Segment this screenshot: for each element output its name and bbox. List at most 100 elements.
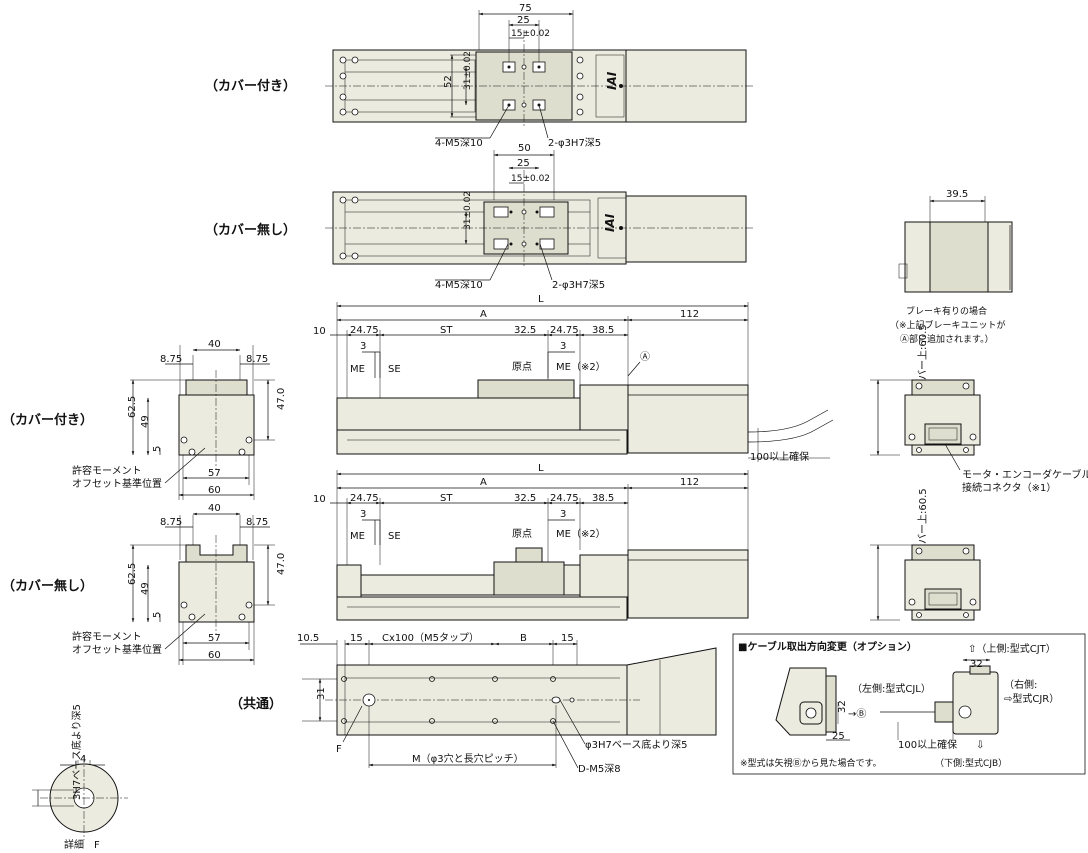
dim-24-75-b: 24.75 <box>550 325 579 336</box>
top-view-with-cover: IAI 75 25 15±0.02 52 31±0.02 4-M5深10 2-φ… <box>325 3 755 149</box>
dim-47b: 47.0 <box>276 553 287 575</box>
dim-5: 5 <box>152 446 163 452</box>
cable-note: ※型式は矢視Ⓑから見た場合です。 <box>740 757 882 769</box>
dim-8-75-b: 8.75 <box>246 354 268 365</box>
dim-57: 57 <box>208 468 221 479</box>
dim-57b: 57 <box>208 633 221 644</box>
dim-M: M（φ3穴と長穴ピッチ） <box>412 752 524 765</box>
dim-38-5b: 38.5 <box>592 493 614 504</box>
cable-bottom-label: （下側:型式CJB） <box>935 757 1007 769</box>
motor-end-view-without-cover: モータカバー上:60.5 <box>870 488 981 621</box>
cable-option-title: ■ケーブル取出方向変更（オプション） <box>738 640 917 653</box>
dim-3a: 3 <box>360 341 366 352</box>
dim-25-opt: 25 <box>832 731 845 742</box>
connector-note-2: 接続コネクタ（※1） <box>962 481 1056 494</box>
dim-4: 4 <box>80 754 86 765</box>
detail-F: 4 3H7ベース底より深5 詳細 F <box>32 704 128 851</box>
cable-clearance: 100以上確保 <box>750 450 809 463</box>
pin-note-2: 2-φ3H7深5 <box>552 279 605 291</box>
dim-112: 112 <box>680 309 699 320</box>
label-F: F <box>336 744 342 755</box>
end-view-without-cover: 40 8.75 8.75 62.5 49 5 47.0 57 60 許容モーメン… <box>72 503 287 665</box>
tap-d-note: D-M5深8 <box>578 763 621 775</box>
detail-title: 詳細 F <box>64 838 100 851</box>
dim-L: L <box>538 294 544 305</box>
cable-right-label-2: ⇨型式CJR） <box>1004 692 1059 705</box>
se-label: SE <box>388 364 401 375</box>
dim-62-5b: 62.5 <box>127 563 138 585</box>
cable-top-label: ⇧（上側:型式CJT） <box>968 642 1056 655</box>
end-view-with-cover: 40 8.75 8.75 62.5 49 5 47.0 57 60 許容モーメン… <box>72 339 287 500</box>
dim-10-5: 10.5 <box>297 633 319 644</box>
dim-31c: 31 <box>316 687 327 700</box>
brake-note-1: ブレーキ有りの場合 <box>906 305 987 317</box>
origin-label-2: 原点 <box>512 528 532 540</box>
dim-ST: ST <box>440 325 453 336</box>
dim-24-75-c: 24.75 <box>350 493 379 504</box>
cable-option-panel: ■ケーブル取出方向変更（オプション） ⇧（上側:型式CJT） （左側:型式CJL… <box>732 633 1086 775</box>
dim-40: 40 <box>208 339 221 350</box>
dim-A: A <box>480 309 487 320</box>
me2-label-2: ME（※2） <box>556 528 606 540</box>
me-label-2: ME <box>350 531 365 542</box>
dim-32-a: 32 <box>837 700 848 713</box>
dim-24-75-d: 24.75 <box>550 493 579 504</box>
label-common: （共通） <box>230 696 282 712</box>
dim-32-b: 32 <box>970 659 983 670</box>
origin-label: 原点 <box>512 361 532 373</box>
dim-38-5: 38.5 <box>592 325 614 336</box>
mark-B: →Ⓑ <box>848 708 866 720</box>
cable-down-arrow: ⇩ <box>976 740 984 751</box>
cable-clearance-2: 100以上確保 <box>898 738 957 751</box>
dim-47: 47.0 <box>276 388 287 410</box>
dim-15b: 15±0.02 <box>511 174 550 184</box>
dim-ST2: ST <box>440 493 453 504</box>
side-view-with-cover: L A 112 10 24.75 ST 32.5 24.75 38.5 3 3 … <box>313 294 834 463</box>
side-view-without-cover: L A 112 10 24.75 ST 32.5 24.75 38.5 3 3 … <box>313 463 749 621</box>
dim-62-5: 62.5 <box>127 396 138 418</box>
label-without-cover-top: （カバー無し） <box>205 222 296 238</box>
dim-52: 52 <box>443 75 454 88</box>
dim-8-75-a: 8.75 <box>160 354 182 365</box>
brake-unit-detail: 39.5 ブレーキ有りの場合 （※上記ブレーキユニットが Ⓐ部に追加されます。） <box>890 189 1013 345</box>
pin-note: 2-φ3H7深5 <box>548 137 601 149</box>
moment-note-2: オフセット基準位置 <box>72 477 162 490</box>
motor-end-view-with-cover: モータカバー上:60.5 モータ・エンコーダケーブル 接続コネクタ（※1） <box>870 324 1088 494</box>
dim-32-5: 32.5 <box>514 325 536 336</box>
dim-32-5b: 32.5 <box>514 493 536 504</box>
detail-depth: 3H7ベース底より深5 <box>70 704 83 800</box>
moment-note-1: 許容モーメント <box>72 464 142 477</box>
brand-logo-2: IAI <box>603 213 617 232</box>
pin-base-note: φ3H7ベース底より深5 <box>585 738 688 751</box>
dim-15: 15±0.02 <box>511 29 550 39</box>
dim-10b: 10 <box>313 494 326 505</box>
dim-L2: L <box>538 463 544 474</box>
dim-31b: 31±0.02 <box>463 191 473 230</box>
dim-25: 25 <box>517 15 530 26</box>
dim-49b: 49 <box>140 582 151 595</box>
me2-label: ME（※2） <box>556 361 606 373</box>
dim-5b: 5 <box>152 612 163 618</box>
moment-note-4: オフセット基準位置 <box>72 643 162 656</box>
dim-cx: Cx100（M5タップ） <box>382 632 479 644</box>
dim-B: B <box>520 633 527 644</box>
dim-10: 10 <box>313 326 326 337</box>
brake-note-2: （※上記ブレーキユニットが <box>890 319 1006 331</box>
dim-15c: 15 <box>350 633 363 644</box>
dim-112b: 112 <box>680 477 699 488</box>
dim-39-5: 39.5 <box>946 189 968 200</box>
dim-8-75-c: 8.75 <box>160 517 182 528</box>
dim-60: 60 <box>208 485 221 496</box>
dim-25b: 25 <box>517 158 530 169</box>
brake-note-3: Ⓐ部に追加されます。） <box>900 333 994 345</box>
me-label: ME <box>350 364 365 375</box>
bottom-view-common: 10.5 15 Cx100（M5タップ） B 15 31 F M（φ3穴と長穴ピ… <box>297 632 717 775</box>
moment-note-3: 許容モーメント <box>72 630 142 643</box>
tap-note: 4-M5深10 <box>435 137 483 149</box>
top-view-without-cover: IAI 50 25 15±0.02 31±0.02 4-M5深10 2-φ3H7… <box>325 143 755 291</box>
dim-60b: 60 <box>208 650 221 661</box>
dim-40b: 40 <box>208 503 221 514</box>
cable-left-label: （左側:型式CJL） <box>852 682 931 695</box>
dim-3d: 3 <box>560 509 566 520</box>
